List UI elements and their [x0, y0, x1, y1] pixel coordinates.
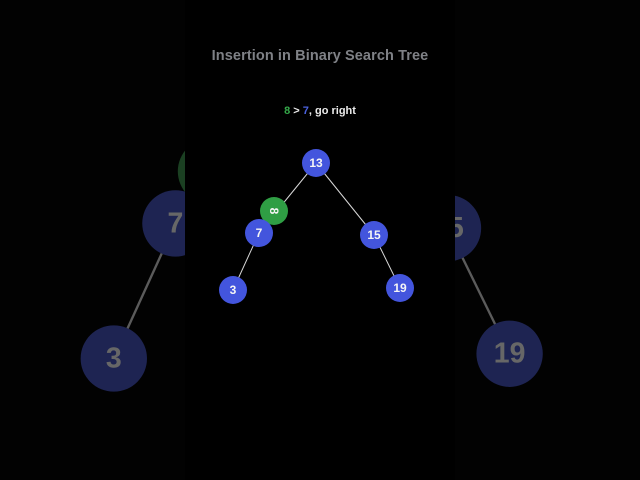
- tree-edge: [315, 162, 375, 236]
- tree-node-label: 19: [393, 281, 407, 295]
- tree-node-label: 15: [367, 228, 381, 242]
- tree-node-label: 3: [106, 343, 122, 375]
- caption-part: , go right: [308, 105, 356, 117]
- tree-node-label: 13: [309, 156, 323, 170]
- tree-node-inserting: 8: [260, 197, 288, 225]
- tree-node: 13: [302, 149, 330, 177]
- tree-node: 7: [245, 219, 273, 247]
- tree-node-label: 3: [230, 283, 237, 297]
- tree-node: 19: [476, 320, 543, 387]
- tree-node-label: 19: [494, 338, 526, 370]
- tree-node: 3: [219, 276, 247, 304]
- video-title: Insertion in Binary Search Tree: [211, 48, 429, 64]
- video-content-panel: Insertion in Binary Search Tree 8 > 7, g…: [185, 0, 455, 480]
- tree-node: 3: [80, 325, 147, 392]
- tree-node-label: 8: [267, 208, 281, 215]
- tree-node-label: 7: [168, 207, 184, 239]
- caption-part: 7: [302, 105, 309, 117]
- tree-node-label: 7: [256, 226, 263, 240]
- tree-node: 15: [360, 221, 388, 249]
- caption-part: 8: [284, 105, 291, 117]
- tree-node: 19: [386, 274, 414, 302]
- caption-part: >: [290, 105, 303, 117]
- bst-tree: 8 13 7 15 3 19: [219, 149, 414, 304]
- caption: 8 > 7, go right: [185, 105, 455, 117]
